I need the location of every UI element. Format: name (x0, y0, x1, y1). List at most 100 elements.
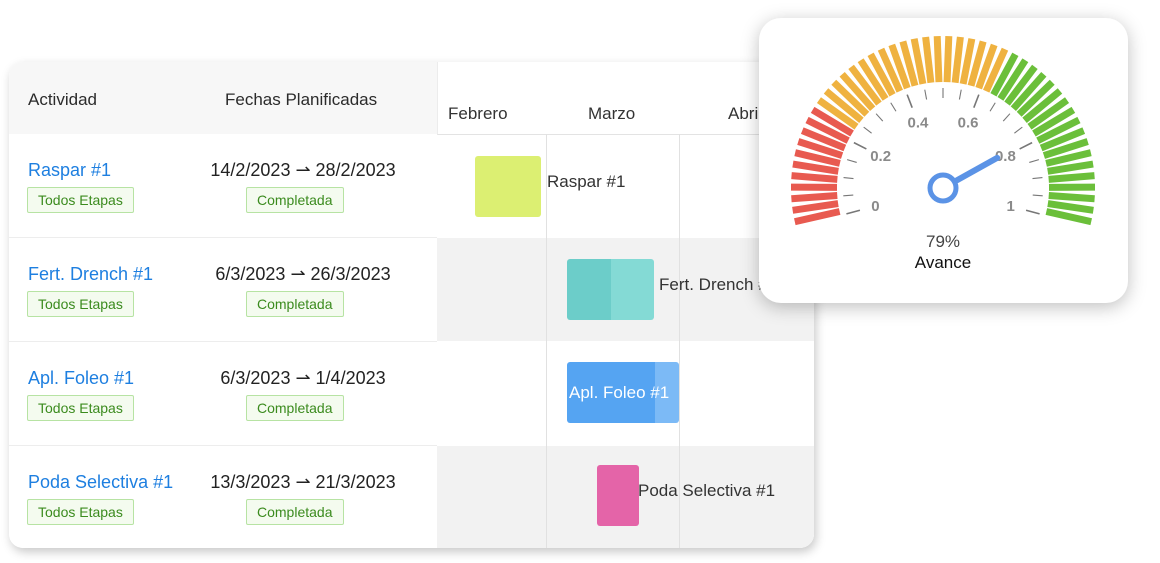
gauge-segment (951, 36, 964, 84)
planned-dates: 6/3/2023 ⇀ 26/3/2023 (215, 264, 391, 284)
gauge-needle-hub (927, 172, 959, 204)
gauge-segment (1004, 64, 1038, 106)
gauge-tick (924, 89, 928, 100)
gauge-tick (853, 141, 867, 150)
timeline-header: Febrero Marzo Abril (437, 62, 814, 135)
gauge-segment (791, 192, 838, 203)
status-badge: Completada (246, 499, 344, 525)
gauge-tick (890, 102, 897, 112)
gauge-segment (1045, 149, 1092, 167)
gauge-tick-label: 0 (871, 198, 879, 215)
planned-dates: 6/3/2023 ⇀ 1/4/2023 (220, 368, 386, 388)
activity-link[interactable]: Fert. Drench #1 (28, 264, 154, 284)
gauge-segment (831, 79, 870, 117)
gauge-tick (843, 194, 854, 197)
gauge-segment (816, 97, 859, 130)
gantt-bar-apl-foleo[interactable] (567, 362, 679, 423)
table-row[interactable]: Poda Selectiva #1 Todos Etapas 13/3/2023… (9, 446, 437, 548)
gauge-segment (888, 43, 911, 90)
gauge-tick (863, 126, 872, 134)
planned-dates: 14/2/2023 ⇀ 28/2/2023 (210, 160, 396, 180)
gauge-tick-label: 0.2 (870, 148, 891, 165)
gauge-segment (1048, 172, 1095, 183)
gauge-tick (906, 94, 913, 108)
stage-tag: Todos Etapas (27, 499, 134, 525)
gantt-bar-label: Raspar #1 (547, 172, 626, 191)
gauge-tick-label: 0.6 (958, 115, 979, 132)
gauge-segment (794, 208, 841, 226)
gauge-segment (800, 127, 847, 152)
month-label-abril: Abril (728, 104, 763, 123)
gauge-segment (975, 43, 998, 90)
gauge-segment (857, 58, 889, 101)
activity-link[interactable]: Raspar #1 (28, 160, 112, 180)
gantt-bar-label: Apl. Foleo #1 (569, 383, 670, 402)
gauge-tick-label: 0.4 (907, 115, 929, 132)
gauge-tick (958, 89, 962, 100)
gauge-tick (1029, 159, 1040, 163)
month-divider (679, 134, 680, 548)
gantt-bar-raspar[interactable] (475, 156, 541, 217)
gauge-segment (848, 64, 882, 106)
gantt-bar-poda-selectiva[interactable] (597, 465, 639, 526)
gauge-tick (1002, 113, 1011, 122)
gauge-segment (1048, 192, 1095, 203)
month-label-marzo: Marzo (588, 104, 636, 123)
gauge-segment (1022, 88, 1063, 124)
activity-link[interactable]: Apl. Foleo #1 (28, 368, 135, 388)
gauge-segment (933, 35, 943, 83)
table-row[interactable]: Apl. Foleo #1 Todos Etapas 6/3/2023 ⇀ 1/… (9, 342, 437, 446)
gauge-segment (1010, 71, 1047, 112)
gauge-segment (1032, 106, 1076, 137)
gauge-segment (794, 149, 841, 167)
gauge-segment (983, 47, 1009, 93)
gauge-needle (953, 154, 1001, 184)
gauge-segment (1016, 79, 1055, 117)
gauge-tick (1032, 194, 1043, 197)
status-badge: Completada (246, 291, 344, 317)
gauge-segment (1027, 97, 1070, 130)
stage-tag: Todos Etapas (27, 395, 134, 421)
gauge-segment (910, 38, 927, 85)
gauge-segment (1042, 138, 1089, 159)
activity-link[interactable]: Poda Selectiva #1 (28, 472, 174, 492)
gantt-timeline: Febrero Marzo Abril Raspar #1 Fert. Dren… (437, 62, 814, 548)
month-divider (546, 134, 547, 548)
status-badge: Completada (246, 395, 344, 421)
gauge-segment (967, 40, 987, 87)
gauge-tick-label: 1 (1006, 198, 1014, 215)
gauge-segment (839, 71, 876, 112)
stage-tag: Todos Etapas (27, 187, 134, 213)
gauge-tick-label: 0.8 (995, 148, 1016, 165)
gauge-segment (792, 160, 839, 175)
gauge-segment (922, 36, 935, 84)
gantt-bar-fert-drench[interactable] (567, 259, 654, 320)
gauge-tick (1019, 141, 1033, 150)
gauge-tick (846, 209, 861, 215)
month-label-febrero: Febrero (448, 104, 508, 123)
gauge-label-text: Avance (915, 253, 971, 272)
gauge-segment (943, 35, 953, 83)
column-header-activity: Actividad (28, 90, 97, 109)
gantt-bar-label: Poda Selectiva #1 (638, 481, 776, 500)
gauge-segment (877, 47, 903, 93)
gauge-segment (805, 116, 850, 144)
gauge-segment (810, 106, 854, 137)
gauge-segment (867, 52, 896, 97)
table-header: Actividad Fechas Planificadas (9, 62, 437, 135)
activity-table: Actividad Fechas Planificadas Raspar #1 … (9, 62, 437, 548)
gauge-tick (875, 113, 884, 122)
gauge-segment (1047, 200, 1094, 214)
gauge-segment (1036, 116, 1081, 144)
gauge-segment (959, 38, 976, 85)
activity-gantt-card: Actividad Fechas Planificadas Raspar #1 … (9, 62, 814, 548)
gauge-tick (843, 177, 854, 180)
gauge-tick (1014, 126, 1023, 134)
stage-tag: Todos Etapas (27, 291, 134, 317)
gauge-segment (792, 200, 839, 214)
table-row[interactable]: Raspar #1 Todos Etapas 14/2/2023 ⇀ 28/2/… (9, 134, 437, 238)
table-row[interactable]: Fert. Drench #1 Todos Etapas 6/3/2023 ⇀ … (9, 238, 437, 342)
gantt-bar-label: Fert. Drench #1 (659, 275, 778, 294)
gauge-segment (990, 52, 1019, 97)
